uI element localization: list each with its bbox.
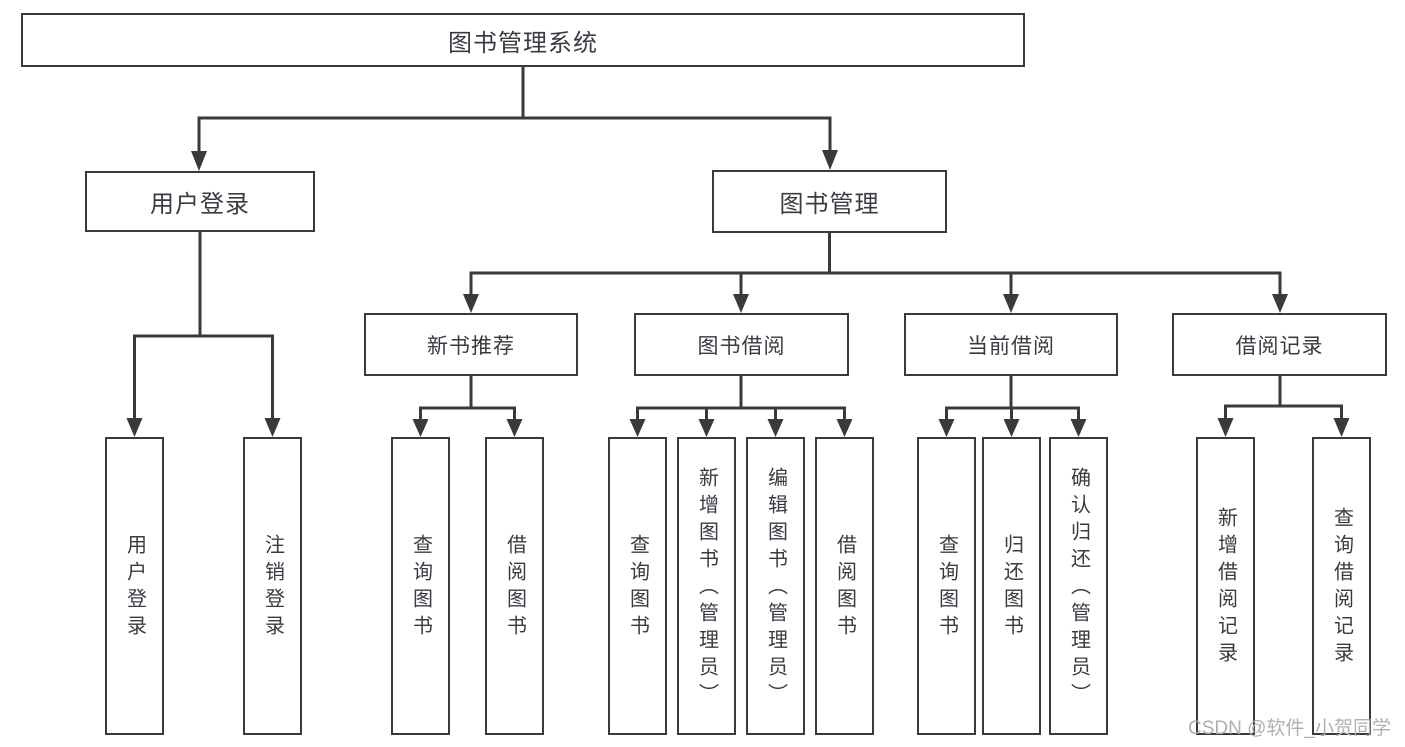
node-user-login: 用户登录 [85,171,315,232]
leaf-borrow-books: 借阅图书 [815,437,874,735]
leaf-borrow-books-recommend: 借阅图书 [485,437,544,735]
node-current-borrow: 当前借阅 [904,313,1118,376]
leaf-logout: 注销登录 [243,437,302,735]
leaf-add-borrow-record: 新增借阅记录 [1196,437,1255,735]
leaf-edit-books-admin: 编辑图书（管理员） [746,437,805,735]
leaf-query-books-current: 查询图书 [917,437,976,735]
leaf-query-books-borrow: 查询图书 [608,437,667,735]
leaf-query-borrow-record: 查询借阅记录 [1312,437,1371,735]
node-book-management: 图书管理 [712,170,947,233]
connector-root-to-level1 [191,67,838,171]
connector-records-to-leaves [1217,376,1350,437]
csdn-watermark: CSDN @软件_小贺同学 [1188,718,1391,739]
connector-login-to-leaves [126,232,281,437]
leaf-return-books: 归还图书 [982,437,1041,735]
node-library-system: 图书管理系统 [21,13,1025,67]
leaf-add-books-admin: 新增图书（管理员） [677,437,736,735]
connector-mgmt-to-level2 [463,233,1288,313]
connector-current-to-leaves [938,376,1087,437]
node-new-book-recommend: 新书推荐 [364,313,578,376]
connector-newbook-to-leaves [412,376,523,437]
node-book-borrow: 图书借阅 [634,313,849,376]
leaf-confirm-return-admin: 确认归还（管理员） [1049,437,1108,735]
leaf-query-books-recommend: 查询图书 [391,437,450,735]
connector-borrow-to-leaves [629,376,853,437]
node-borrow-records: 借阅记录 [1172,313,1387,376]
leaf-user-login: 用户登录 [105,437,164,735]
